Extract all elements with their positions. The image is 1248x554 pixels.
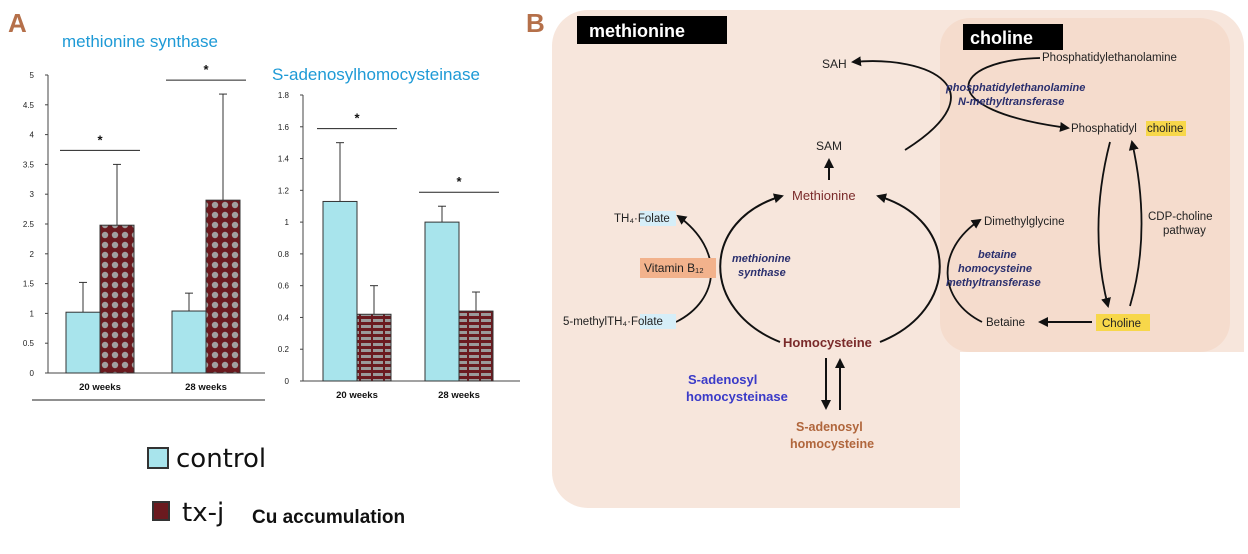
sam-label: SAM [816, 139, 842, 153]
y-tick-label: 0 [30, 369, 35, 378]
y-tick-label: 1.6 [278, 123, 290, 132]
bhmt-label-1: betaine [978, 249, 1017, 261]
x-category-label: 20 weeks [79, 382, 121, 393]
methionine-tag-box [577, 16, 727, 44]
x-category-label: 28 weeks [438, 390, 480, 401]
arrow-pe-to-pc [967, 57, 1070, 132]
betaine-label: Betaine [986, 317, 1025, 329]
arrow-sam-to-sah [851, 56, 952, 151]
y-tick-label: 1 [30, 309, 35, 318]
methionine-synthase-label-1: methionine [732, 253, 791, 265]
x-category-label: 20 weeks [336, 390, 378, 401]
legend-txj-label: tx-j [182, 498, 225, 528]
y-tick-label: 1.5 [23, 280, 35, 289]
phosphatidyl-label: Phosphatidyl [1071, 123, 1137, 135]
arrow-pc-to-choline [1097, 141, 1111, 308]
y-tick-label: 1 [285, 218, 290, 227]
homocysteine-label: Homocysteine [783, 335, 872, 350]
bar-tx-j-0 [356, 313, 392, 382]
th4-folate-highlight [640, 211, 676, 226]
choline-tag: choline [970, 28, 1033, 48]
methionine-tag: methionine [589, 21, 685, 41]
sahh-label-2: homocysteinase [686, 389, 788, 404]
panel-b-letter: B [526, 8, 545, 38]
legend-txj-swatch [152, 501, 170, 521]
significance-star: * [456, 174, 462, 189]
bar-control-1 [424, 221, 460, 382]
y-tick-label: 1.8 [278, 91, 290, 100]
chart-methionine-synthase: 0 0.5 1 1.5 2 2.5 3 3.5 4 4.5 5 * 20 weeks * 28 weeks [23, 62, 265, 401]
y-tick-label: 4.5 [23, 101, 35, 110]
lower-right-cutout [960, 352, 1248, 512]
cdp-choline-label-2: pathway [1163, 225, 1206, 237]
significance-star: * [354, 111, 360, 126]
bhmt-label-3: methyltransferase [946, 277, 1041, 289]
y-tick-label: 0.5 [23, 339, 35, 348]
phosphatidylcholine-choline-label: choline [1147, 123, 1183, 135]
x-category-label: 28 weeks [185, 382, 227, 393]
significance-star: * [203, 62, 209, 77]
bar-tx-j-1 [205, 199, 241, 374]
phosphatidylethanolamine-label: Phosphatidylethanolamine [1042, 52, 1177, 64]
methyl-folate-highlight [640, 314, 676, 329]
y-tick-label: 3.5 [23, 160, 35, 169]
y-tick-label: 1.2 [278, 186, 290, 195]
sah-label: SAH [822, 57, 847, 71]
y-tick-label: 0.2 [278, 345, 290, 354]
y-tick-label: 0 [285, 377, 290, 386]
dimethylglycine-label: Dimethylglycine [984, 216, 1065, 228]
y-tick-label: 1.4 [278, 155, 290, 164]
bar-control-0 [65, 311, 101, 374]
methionine-label: Methionine [792, 188, 856, 203]
panel-a-letter: A [8, 8, 27, 38]
y-tick-label: 4 [30, 131, 35, 140]
bar-control-1 [171, 310, 207, 374]
choline-highlight-bottom [1096, 314, 1150, 331]
choline-tag-box [963, 24, 1063, 50]
y-tick-label: 0.6 [278, 282, 290, 291]
bar-tx-j-0 [99, 224, 135, 374]
arrow-choline-to-pc [1128, 140, 1143, 307]
methionine-synthase-label-2: synthase [738, 267, 786, 279]
arrow-homocysteine-to-methionine-left [719, 193, 784, 343]
arrow-betaine-to-dimethylglycine [946, 218, 983, 323]
y-tick-label: 0.8 [278, 250, 290, 259]
s-adenosyl-homocysteine-label-2: homocysteine [790, 437, 874, 451]
arrow-homocysteine-to-methionine-right [876, 193, 941, 343]
bar-control-0 [322, 200, 358, 382]
chart-s-adenosylhomocysteinase: 0 0.2 0.4 0.6 0.8 1 1.2 1.4 1.6 1.8 * 20 weeks * 28 w… [278, 91, 520, 401]
pemt-label-2: N-methyltransferase [958, 96, 1064, 108]
significance-star: * [97, 132, 103, 147]
y-tick-label: 2 [30, 250, 35, 259]
chart1-title: methionine synthase [62, 32, 218, 51]
y-tick-label: 3 [30, 190, 35, 199]
sahh-label-1: S-adenosyl [688, 372, 757, 387]
legend-control-swatch [147, 447, 169, 469]
legend-control-label: control [176, 444, 267, 474]
y-tick-label: 0.4 [278, 313, 290, 322]
vitamin-b12-label: Vitamin B₁₂ [644, 261, 704, 275]
bar-tx-j-1 [458, 310, 494, 382]
s-adenosyl-homocysteine-label-1: S-adenosyl [796, 420, 863, 434]
bhmt-label-2: homocysteine [958, 263, 1032, 275]
vitamin-b12-box [640, 258, 716, 278]
choline-panel-background [940, 18, 1230, 352]
methyl-th4-folate-label: 5-methylTH₄·Folate [563, 316, 663, 328]
pemt-label-1: phosphatidylethanolamine [945, 82, 1085, 94]
cdp-choline-label-1: CDP-choline [1148, 211, 1213, 223]
th4-folate-label: TH₄·Folate [614, 213, 670, 225]
chart2-title: S-adenosylhomocysteinase [272, 65, 480, 84]
y-tick-label: 2.5 [23, 220, 35, 229]
choline-label: Choline [1102, 318, 1141, 330]
legend-cu-accumulation: Cu accumulation [252, 507, 406, 528]
choline-highlight-top [1146, 121, 1186, 136]
y-tick-label: 5 [30, 71, 35, 80]
